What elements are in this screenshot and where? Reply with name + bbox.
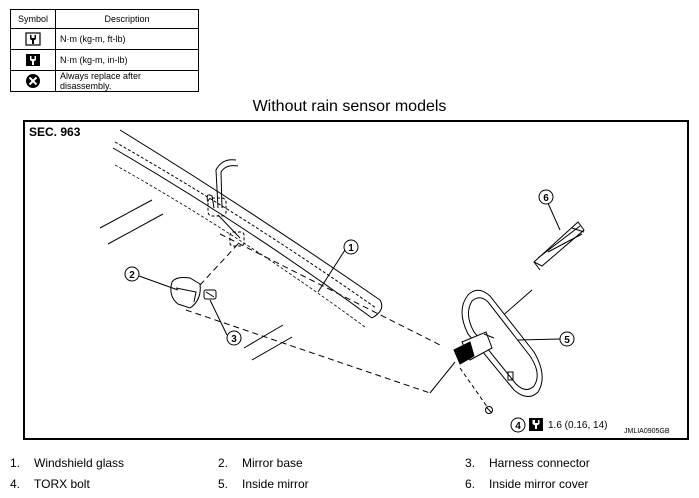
diagram-subtitle: Without rain sensor models	[252, 98, 447, 115]
callout-leaders	[138, 200, 561, 341]
legend-row: Always replace after disassembly.	[10, 70, 199, 92]
callout-number: 6	[543, 193, 549, 204]
list-item: 2. Mirror base	[218, 456, 303, 470]
legend-description-cell: Always replace after disassembly.	[55, 70, 199, 92]
callout-number: 5	[564, 335, 570, 346]
part-number: 3.	[465, 456, 476, 470]
windshield-glass-outline	[99, 129, 383, 361]
part-name: Windshield glass	[34, 456, 125, 470]
part-name: Inside mirror	[242, 477, 309, 491]
assembly-guide-lines	[185, 233, 441, 394]
list-item: 4. TORX bolt	[10, 477, 90, 491]
part-number: 4.	[10, 477, 21, 491]
torx-bolt-torque-spec: 1.6 (0.16, 14)	[548, 420, 608, 431]
inside-mirror-cover-drawing	[533, 221, 585, 271]
callout-number: 4	[515, 421, 521, 432]
part-name: Inside mirror cover	[489, 477, 589, 491]
list-item: 1. Windshield glass	[10, 456, 124, 470]
mirror-assembly-line	[429, 361, 456, 394]
part-number: 1.	[10, 456, 21, 470]
list-item: 6. Inside mirror cover	[465, 477, 588, 491]
part-number: 2.	[218, 456, 229, 470]
list-item: 5. Inside mirror	[218, 477, 309, 491]
part-name: TORX bolt	[34, 477, 90, 491]
torque-wrench-ft-lb-icon	[25, 32, 41, 46]
torx-bolt-drawing	[485, 406, 493, 414]
part-number: 5.	[218, 477, 229, 491]
list-item: 3. Harness connector	[465, 456, 590, 470]
always-replace-icon	[26, 74, 40, 88]
part-name: Mirror base	[242, 456, 303, 470]
harness-connector-drawing	[203, 289, 217, 300]
inside-mirror-drawing	[453, 289, 543, 397]
diagram-frame	[23, 120, 689, 440]
callout-number: 3	[231, 334, 237, 345]
part-name: Harness connector	[489, 456, 590, 470]
section-label: SEC. 963	[29, 125, 81, 139]
legend-symbol-cell	[10, 70, 56, 92]
symbol-legend-table: Symbol Description N·m (kg-m, ft-lb) N·m…	[10, 9, 199, 92]
part-number: 6.	[465, 477, 476, 491]
cover-assembly-line	[499, 289, 533, 319]
mirror-base-drawing	[170, 277, 201, 309]
harness-wiring	[206, 159, 245, 247]
legend-header-row: Symbol Description	[10, 9, 199, 29]
legend-symbol-cell	[10, 28, 56, 50]
figure-id: JMLIA0905GB	[624, 428, 670, 435]
bolt-assembly-line	[459, 367, 489, 409]
torque-wrench-in-lb-icon	[26, 54, 40, 66]
torque-wrench-in-lb-icon	[529, 418, 543, 431]
callout-number: 1	[348, 243, 354, 254]
legend-row: N·m (kg-m, ft-lb)	[10, 28, 199, 50]
legend-row: N·m (kg-m, in-lb)	[10, 49, 199, 71]
callout-number: 2	[129, 270, 135, 281]
